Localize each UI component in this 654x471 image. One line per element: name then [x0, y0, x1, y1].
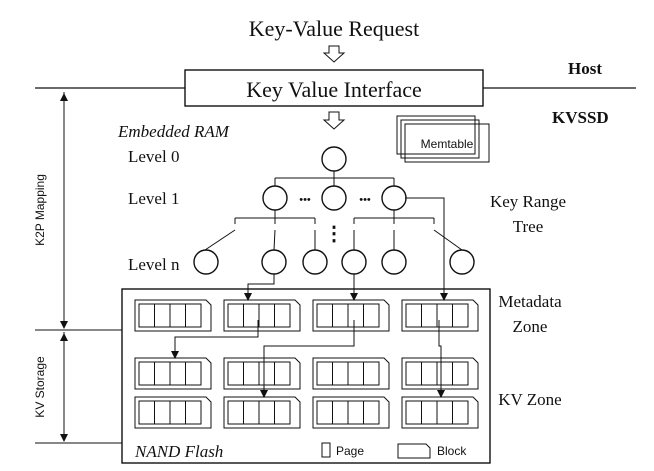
level-1-label: Level 1 [128, 189, 179, 208]
page-cell [274, 361, 291, 386]
tree-node-level1 [321, 185, 347, 211]
page-cell [274, 303, 291, 328]
kv-block [134, 357, 212, 390]
tree-edge [433, 229, 463, 251]
ellipsis-right: ••• [359, 194, 371, 206]
page-cell [185, 361, 202, 386]
block-outline [134, 299, 212, 332]
flash-blocks [134, 299, 479, 429]
tree-node-level1 [381, 185, 407, 211]
page-cell [274, 400, 291, 425]
tree-node-root [321, 146, 347, 172]
tree-node-leaf [302, 249, 328, 275]
block-outline [223, 299, 301, 332]
kv-block [223, 396, 301, 429]
kv-block [134, 396, 212, 429]
memtable-card-front [404, 123, 490, 163]
request-label: Key-Value Request [249, 16, 419, 41]
page-cell [452, 361, 469, 386]
page-cell [363, 303, 380, 328]
interface-label: Key Value Interface [246, 77, 422, 102]
block-outline [223, 396, 301, 429]
tree-node-leaf [449, 249, 475, 275]
block-outline [312, 396, 390, 429]
tree-node-leaf [381, 249, 407, 275]
page-legend-label: Page [336, 444, 364, 458]
mapping-arrow-leaf-to-meta [244, 274, 275, 301]
block-outline [312, 357, 390, 390]
block-outline [134, 396, 212, 429]
kv-block [401, 396, 479, 429]
mapping-arrow-meta-to-kv [171, 320, 259, 359]
kv-storage-label: KV Storage [33, 356, 47, 418]
tree-edge [204, 229, 236, 251]
tree-node-level1 [262, 185, 288, 211]
kv-block [312, 396, 390, 429]
kv-block [312, 357, 390, 390]
block-outline [401, 299, 479, 332]
block-legend-label: Block [437, 444, 467, 458]
tree-label: Tree [513, 217, 544, 236]
k2p-mapping-label: K2P Mapping [33, 174, 47, 246]
kv-zone-label: KV Zone [498, 390, 561, 409]
block-outline [312, 299, 390, 332]
mapping-arrow-meta-to-kv [260, 320, 355, 398]
interface-arrow-icon [322, 111, 346, 130]
key-range-label: Key Range [490, 192, 566, 211]
page-cell [185, 400, 202, 425]
zone-label: Zone [513, 317, 548, 336]
nand-flash-label: NAND Flash [134, 442, 223, 461]
page-cell [185, 303, 202, 328]
block-outline [401, 396, 479, 429]
mapping-arrow-node-to-meta [405, 197, 448, 301]
metadata-block [134, 299, 212, 332]
block-outline [134, 357, 212, 390]
request-arrow-icon [322, 45, 346, 63]
level-n-label: Level n [128, 255, 180, 274]
kv-block [223, 357, 301, 390]
metadata-label: Metadata [498, 292, 562, 311]
metadata-block [312, 299, 390, 332]
level-0-label: Level 0 [128, 147, 179, 166]
kvssd-label: KVSSD [552, 108, 609, 127]
ellipsis-left: ••• [299, 194, 311, 206]
block-outline [401, 357, 479, 390]
key-value-interface-box [184, 69, 484, 107]
embedded-ram-label: Embedded RAM [117, 122, 230, 141]
memtable-label: Memtable [421, 137, 474, 151]
page-cell [452, 400, 469, 425]
tree-node-leaf [261, 249, 287, 275]
vertical-ellipsis: ⋮ [324, 223, 344, 245]
host-label: Host [568, 59, 602, 78]
nand-flash-box [121, 288, 491, 464]
page-cell [452, 303, 469, 328]
page-legend-icon [321, 442, 331, 458]
mapping-arrow-meta-to-kv [437, 320, 445, 398]
kv-block [401, 357, 479, 390]
block-legend-icon [397, 443, 431, 459]
tree-node-leaf [193, 249, 219, 275]
page-cell [363, 400, 380, 425]
metadata-block [223, 299, 301, 332]
tree-edge [273, 229, 276, 251]
block-outline [223, 357, 301, 390]
memtable-card-mid [400, 119, 480, 159]
memtable-card-back [396, 115, 476, 155]
metadata-block [401, 299, 479, 332]
page-cell [363, 361, 380, 386]
tree-node-leaf [341, 249, 367, 275]
